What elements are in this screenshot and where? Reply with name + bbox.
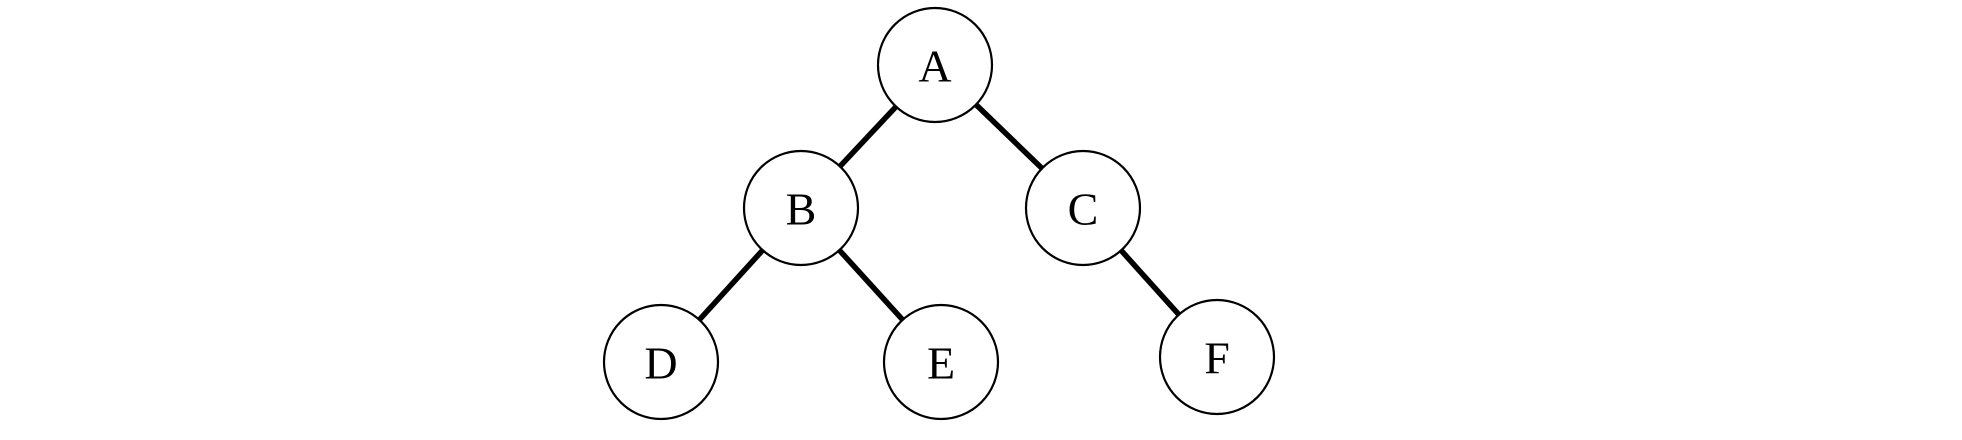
tree-node-f[interactable]: F — [1158, 298, 1276, 416]
tree-node-label-c: C — [1068, 184, 1099, 235]
tree-node-circle-f[interactable] — [1158, 298, 1276, 416]
tree-edge-b-d — [697, 248, 765, 322]
tree-edge-a-c — [974, 102, 1044, 171]
tree-node-label-a: A — [918, 41, 951, 92]
tree-edge-b-e — [837, 248, 905, 322]
node-layer: A B C D E F — [602, 6, 1276, 421]
tree-node-label-b: B — [786, 184, 817, 235]
tree-node-circle-d[interactable] — [602, 303, 720, 421]
tree-node-circle-c[interactable] — [1024, 149, 1142, 267]
tree-edge-c-f — [1119, 248, 1181, 317]
tree-node-a[interactable]: A — [876, 6, 994, 124]
tree-edge-a-b — [837, 104, 899, 169]
tree-node-circle-e[interactable] — [882, 303, 1000, 421]
tree-node-label-e: E — [927, 338, 955, 389]
tree-node-e[interactable]: E — [882, 303, 1000, 421]
tree-node-label-f: F — [1204, 333, 1230, 384]
tree-node-c[interactable]: C — [1024, 149, 1142, 267]
tree-node-circle-b[interactable] — [742, 149, 860, 267]
tree-node-d[interactable]: D — [602, 303, 720, 421]
tree-node-b[interactable]: B — [742, 149, 860, 267]
tree-node-circle-a[interactable] — [876, 6, 994, 124]
tree-node-label-d: D — [644, 338, 677, 389]
edge-layer — [697, 102, 1181, 322]
